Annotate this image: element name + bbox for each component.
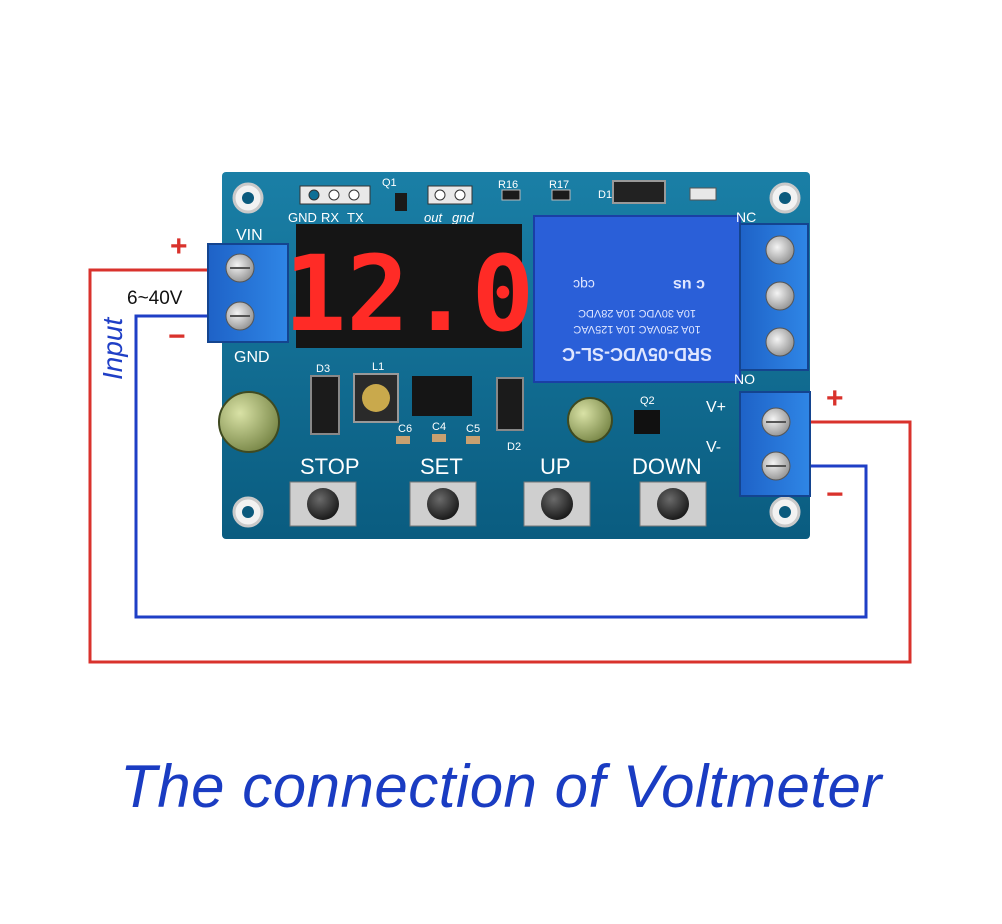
relay: SRD-05VDC-SL-C 10A 250VAC 10A 125VAC 10A… [533,215,741,383]
tactile-buttons [289,481,707,527]
output-plus-label: + [826,382,844,415]
svg-text:V-: V- [706,439,721,456]
svg-text:c us: c us [673,276,705,293]
capacitors [218,391,613,453]
svg-text:out gnd: out gnd [424,210,474,225]
svg-text:NO: NO [734,371,755,387]
set-button [409,481,477,527]
svg-text:V+: V+ [706,399,726,416]
svg-text:10A 250VAC 10A 125VAC: 10A 250VAC 10A 125VAC [573,323,700,335]
up-button [523,481,591,527]
relay-terminal [739,223,809,371]
output-terminal [739,391,811,497]
svg-text:GND: GND [234,349,270,366]
svg-text:GND RX TX: GND RX TX [288,210,364,225]
smd-components [310,180,717,444]
svg-text:VIN: VIN [236,227,263,244]
input-range-label: 6~40V [127,288,183,309]
svg-text:STOP SET UP DOWN: STOP SET UP DOWN [300,454,702,479]
svg-text:12.0: 12.0 [284,233,534,355]
input-terminal [207,243,289,343]
svg-text:SRD-05VDC-SL-C: SRD-05VDC-SL-C [562,344,712,364]
positive-wire [88,268,912,664]
down-button [639,481,707,527]
negative-wire [134,314,868,619]
stop-button [289,481,357,527]
svg-text:NC: NC [736,209,756,225]
input-minus-label: − [168,320,186,353]
input-plus-label: + [170,230,188,263]
output-minus-label: − [826,478,844,511]
seven-segment-display: 12.0 [284,224,534,355]
svg-text:cqc: cqc [573,277,595,293]
caption: The connection of Voltmeter [120,753,882,820]
input-label: Input [97,317,128,380]
serial-header [299,185,371,205]
svg-text:Q1 R16 R17 D1: Q1 R16 R17 D1 D3 L1 D2 Q2 C6 C4 C5 [316,177,658,453]
svg-text:10A 30VDC 10A 28VDC: 10A 30VDC 10A 28VDC [578,307,696,319]
output-header [427,185,473,205]
